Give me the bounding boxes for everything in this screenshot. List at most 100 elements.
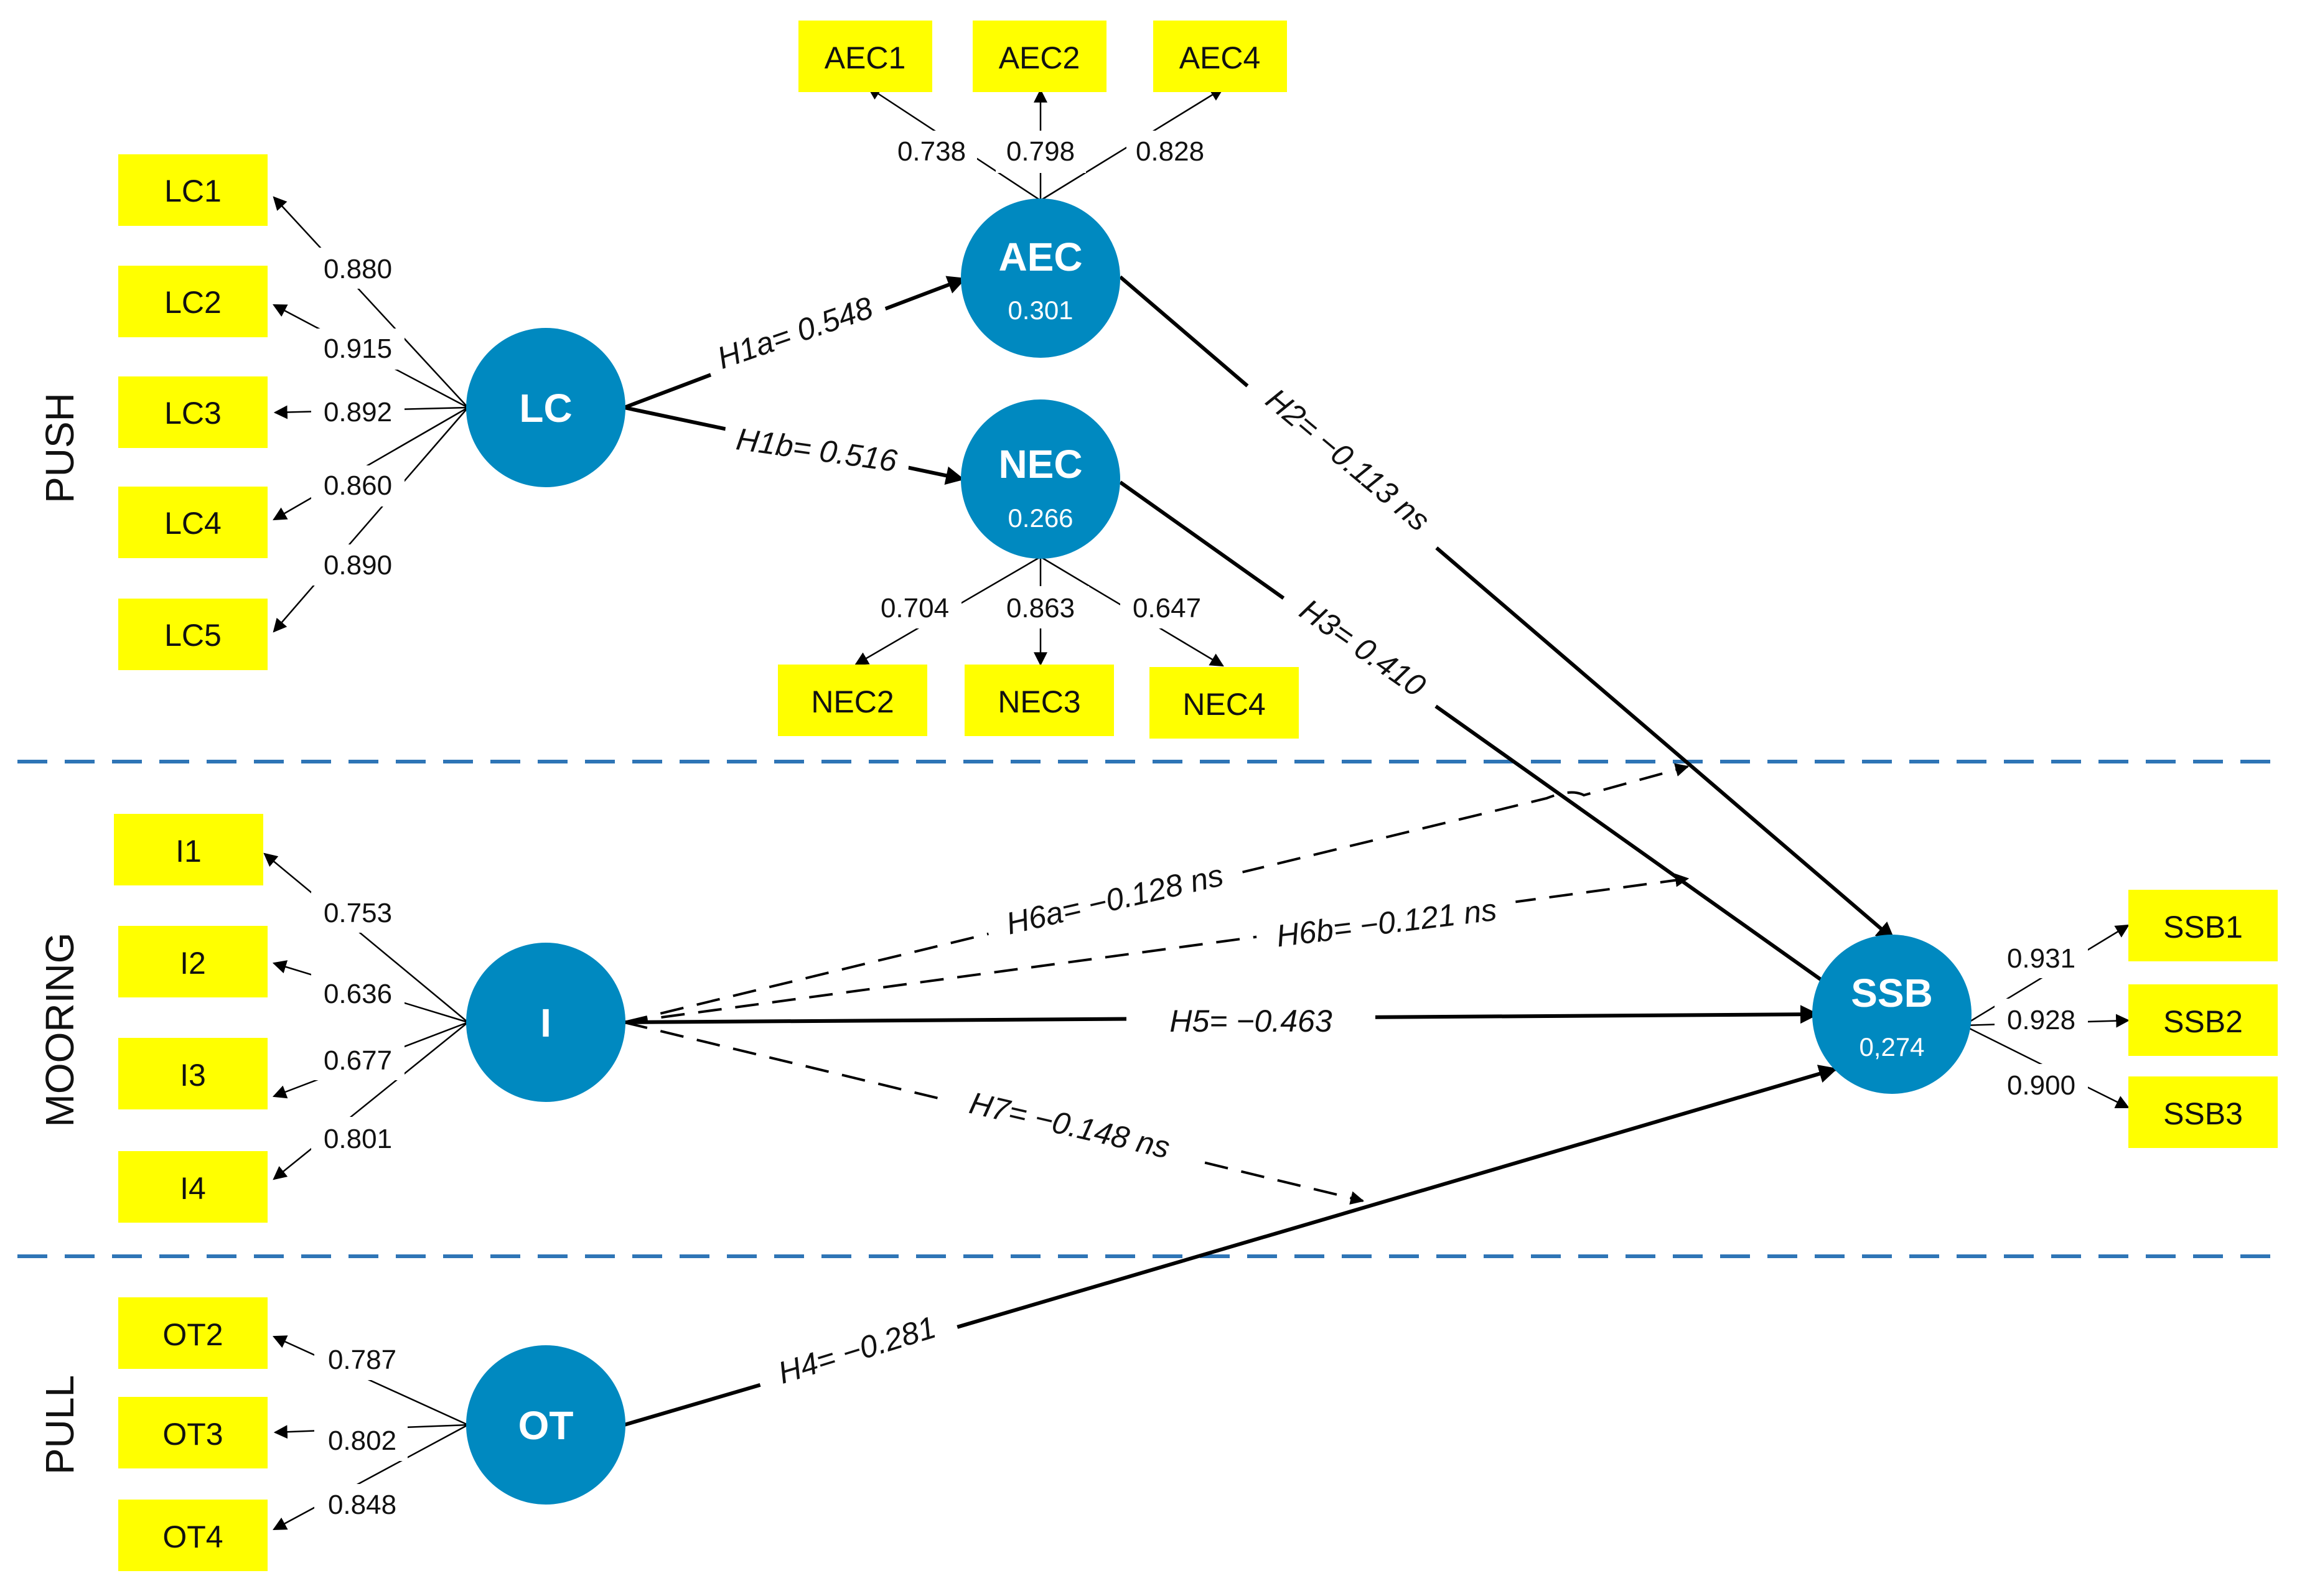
svg-text:I4: I4 (180, 1171, 206, 1206)
svg-text:LC3: LC3 (164, 396, 222, 431)
indicator-ot2: OT2 (118, 1297, 268, 1369)
indicator-i2: I2 (118, 926, 268, 997)
svg-text:SSB: SSB (1851, 971, 1933, 1015)
svg-text:I3: I3 (180, 1058, 206, 1093)
svg-text:OT: OT (518, 1403, 574, 1448)
loading-ot3: 0.802 (328, 1426, 396, 1456)
loading-nec4: 0.647 (1133, 593, 1201, 623)
svg-text:H4= −0.281: H4= −0.281 (774, 1310, 940, 1391)
indicator-aec1: AEC1 (798, 21, 932, 92)
latent-i: I (466, 943, 625, 1102)
loading-nec3: 0.863 (1006, 593, 1075, 623)
lc-loading-label-bgs (311, 248, 405, 586)
indicator-lc4: LC4 (118, 487, 268, 558)
indicator-lc3: LC3 (118, 376, 268, 448)
loading-i3: 0.677 (324, 1045, 392, 1076)
svg-text:AEC2: AEC2 (999, 40, 1080, 75)
svg-text:AEC: AEC (998, 235, 1082, 279)
svg-text:I2: I2 (180, 946, 206, 981)
loading-lc5: 0.890 (324, 550, 392, 581)
svg-text:LC4: LC4 (164, 506, 222, 541)
path-h3 (1119, 480, 1841, 994)
loading-lc2: 0.915 (324, 334, 392, 364)
svg-text:LC: LC (519, 386, 572, 431)
svg-text:SSB2: SSB2 (2163, 1004, 2243, 1039)
indicator-lc2: LC2 (118, 266, 268, 337)
path-label-h3: H3= 0.410 (1274, 580, 1449, 719)
indicator-lc5: LC5 (118, 599, 268, 670)
latent-aec: AEC 0.301 (961, 198, 1120, 358)
svg-text:NEC: NEC (998, 442, 1082, 487)
svg-text:SSB3: SSB3 (2163, 1096, 2243, 1131)
latent-ssb-r2: 0,274 (1859, 1032, 1924, 1062)
svg-text:AEC4: AEC4 (1179, 40, 1261, 75)
indicator-aec4: AEC4 (1153, 21, 1287, 92)
path-label-h6b: H6b= −0.121 ns (1255, 889, 1519, 960)
indicator-ssb1: SSB1 (2128, 890, 2278, 961)
svg-text:H7= −0.148 ns: H7= −0.148 ns (966, 1085, 1173, 1165)
path-label-h4: H4= −0.281 (754, 1303, 961, 1401)
indicator-aec2: AEC2 (973, 21, 1106, 92)
indicator-lc1: LC1 (118, 154, 268, 226)
path-label-h5: H5= −0.463 (1126, 1004, 1375, 1042)
loading-aec4: 0.828 (1136, 136, 1204, 167)
path-label-h7: H7= −0.148 ns (937, 1078, 1201, 1175)
loading-aec2: 0.798 (1006, 136, 1075, 167)
svg-text:LC1: LC1 (164, 174, 222, 208)
latent-nec-r2: 0.266 (1008, 503, 1073, 533)
svg-text:LC2: LC2 (164, 285, 222, 320)
svg-text:I: I (540, 1001, 551, 1045)
svg-text:H5= −0.463: H5= −0.463 (1169, 1004, 1332, 1038)
svg-text:H2= −0.113 ns: H2= −0.113 ns (1260, 381, 1436, 538)
path-h6a (624, 763, 1690, 1024)
indicator-ot3: OT3 (118, 1397, 268, 1468)
loading-ot2: 0.787 (328, 1345, 396, 1375)
indicator-ssb3: SSB3 (2128, 1076, 2278, 1148)
latent-ssb: SSB 0,274 (1812, 935, 1972, 1094)
path-label-h1b: H1b= 0.516 (721, 419, 912, 484)
loading-i1: 0.753 (324, 898, 392, 928)
svg-text:OT2: OT2 (162, 1317, 223, 1352)
path-h2 (1119, 275, 1896, 941)
section-label-mooring: MOORING (37, 933, 82, 1127)
indicator-ssb2: SSB2 (2128, 984, 2278, 1056)
path-h6b (624, 873, 1690, 1024)
section-label-pull: PULL (37, 1375, 82, 1475)
section-label-push: PUSH (37, 393, 82, 503)
loading-ssb3: 0.900 (2007, 1070, 2075, 1101)
loading-lc3: 0.892 (324, 397, 392, 427)
loading-i2: 0.636 (324, 979, 392, 1009)
svg-text:OT3: OT3 (162, 1417, 223, 1452)
indicator-i4: I4 (118, 1151, 268, 1223)
indicator-ot4: OT4 (118, 1500, 268, 1571)
svg-text:NEC4: NEC4 (1182, 687, 1265, 722)
svg-text:SSB1: SSB1 (2163, 910, 2243, 945)
latent-nec: NEC 0.266 (961, 399, 1120, 559)
loading-lc4: 0.860 (324, 470, 392, 501)
latent-aec-r2: 0.301 (1008, 296, 1073, 325)
latent-ot: OT (466, 1345, 625, 1505)
loading-ot4: 0.848 (328, 1490, 396, 1520)
svg-text:LC5: LC5 (164, 618, 222, 653)
svg-text:OT4: OT4 (162, 1519, 223, 1554)
indicator-nec2: NEC2 (778, 665, 927, 736)
indicator-i3: I3 (118, 1038, 268, 1109)
svg-text:NEC2: NEC2 (811, 684, 894, 719)
path-label-h2: H2= −0.113 ns (1238, 366, 1455, 556)
indicator-nec3: NEC3 (965, 665, 1114, 736)
svg-text:H6b= −0.121 ns: H6b= −0.121 ns (1275, 892, 1499, 954)
loading-lc1: 0.880 (324, 254, 392, 284)
loading-ssb1: 0.931 (2007, 943, 2075, 974)
svg-text:NEC3: NEC3 (998, 684, 1080, 719)
path-label-h6a: H6a= −0.128 ns (983, 852, 1247, 950)
svg-text:AEC1: AEC1 (825, 40, 906, 75)
path-label-h1a: H1a= 0.548 (701, 286, 891, 383)
loading-nec2: 0.704 (881, 593, 949, 623)
svg-text:H3= 0.410: H3= 0.410 (1294, 592, 1432, 704)
loading-aec1: 0.738 (897, 136, 966, 167)
indicator-i1: I1 (114, 814, 263, 885)
indicator-nec4: NEC4 (1149, 667, 1299, 739)
loading-ssb2: 0.928 (2007, 1005, 2075, 1035)
loading-i4: 0.801 (324, 1124, 392, 1154)
